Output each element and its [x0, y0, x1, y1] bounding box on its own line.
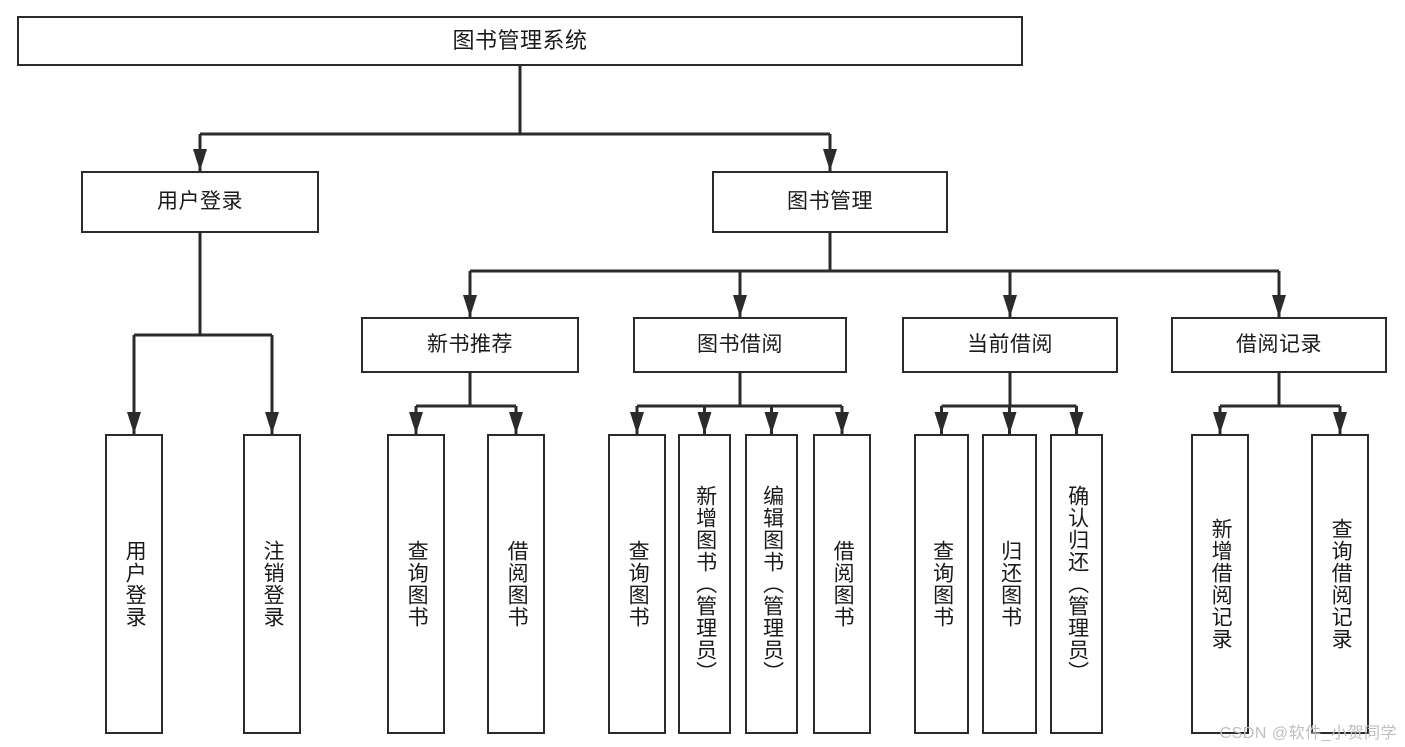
- node-label: 当前借阅: [967, 333, 1053, 357]
- node-label: 新增借阅记录: [1209, 518, 1233, 650]
- node-label: 查询借阅记录: [1329, 518, 1353, 650]
- arrow-icon-leaf-query-rec: [1333, 412, 1347, 434]
- arrow-icon-current-borrow: [1003, 295, 1017, 317]
- node-leaf-user-login[interactable]: 用户登录: [105, 434, 163, 734]
- node-leaf-borrow-2[interactable]: 借阅图书: [813, 434, 871, 734]
- arrow-icon-book-manage: [823, 149, 837, 171]
- node-leaf-confirm[interactable]: 确认归还（管理员）: [1050, 434, 1103, 734]
- arrow-icon-book-borrow: [733, 295, 747, 317]
- node-label: 确认归还（管理员）: [1065, 485, 1089, 683]
- arrow-icon-leaf-query-3: [934, 412, 949, 434]
- arrow-icon-borrow-record: [1272, 295, 1286, 317]
- node-leaf-edit-book[interactable]: 编辑图书（管理员）: [745, 434, 798, 734]
- node-label: 新书推荐: [427, 333, 513, 357]
- node-label: 用户登录: [123, 540, 147, 628]
- node-label: 图书借阅: [697, 333, 783, 357]
- node-label: 查询图书: [405, 540, 429, 628]
- node-leaf-add-book[interactable]: 新增图书（管理员）: [678, 434, 731, 734]
- arrow-icon-new-book-rec: [463, 295, 477, 317]
- node-label: 编辑图书（管理员）: [760, 485, 784, 683]
- node-label: 借阅图书: [505, 540, 529, 628]
- node-book-borrow[interactable]: 图书借阅: [633, 317, 847, 373]
- node-leaf-add-rec[interactable]: 新增借阅记录: [1191, 434, 1249, 734]
- node-book-manage[interactable]: 图书管理: [712, 171, 948, 233]
- arrow-icon-leaf-borrow-1: [509, 412, 523, 434]
- arrow-icon-user-login: [193, 149, 207, 171]
- node-current-borrow[interactable]: 当前借阅: [902, 317, 1118, 373]
- node-borrow-record[interactable]: 借阅记录: [1171, 317, 1387, 373]
- node-new-book-rec[interactable]: 新书推荐: [361, 317, 579, 373]
- node-label: 新增图书（管理员）: [693, 485, 717, 683]
- node-leaf-borrow-1[interactable]: 借阅图书: [487, 434, 545, 734]
- arrow-icon-leaf-add-rec: [1213, 412, 1227, 434]
- watermark: CSDN @软件_小贺同学: [1219, 725, 1397, 742]
- node-label: 图书管理: [787, 190, 873, 214]
- arrow-icon-leaf-return: [1002, 412, 1017, 434]
- node-user-login[interactable]: 用户登录: [81, 171, 319, 233]
- node-label: 查询图书: [626, 540, 650, 628]
- node-root[interactable]: 图书管理系统: [17, 16, 1023, 66]
- node-leaf-query-1[interactable]: 查询图书: [387, 434, 445, 734]
- node-label: 图书管理系统: [452, 27, 588, 53]
- node-label: 用户登录: [157, 190, 243, 214]
- node-leaf-return[interactable]: 归还图书: [982, 434, 1037, 734]
- node-label: 归还图书: [998, 540, 1022, 628]
- arrow-icon-leaf-query-1: [409, 412, 423, 434]
- arrow-icon-leaf-borrow-2: [835, 412, 849, 434]
- arrow-icon-leaf-confirm: [1069, 412, 1084, 434]
- arrow-icon-leaf-query-2: [630, 412, 644, 434]
- node-leaf-query-3[interactable]: 查询图书: [914, 434, 969, 734]
- arrow-icon-leaf-user-login: [127, 412, 141, 434]
- arrow-icon-leaf-logout: [265, 412, 279, 434]
- node-leaf-query-rec[interactable]: 查询借阅记录: [1311, 434, 1369, 734]
- node-leaf-query-2[interactable]: 查询图书: [608, 434, 666, 734]
- node-label: 查询图书: [930, 540, 954, 628]
- node-label: 借阅图书: [831, 540, 855, 628]
- node-leaf-logout[interactable]: 注销登录: [243, 434, 301, 734]
- node-label: 注销登录: [261, 540, 285, 628]
- node-label: 借阅记录: [1236, 333, 1322, 357]
- arrow-icon-leaf-edit-book: [764, 412, 779, 434]
- arrow-icon-leaf-add-book: [697, 412, 712, 434]
